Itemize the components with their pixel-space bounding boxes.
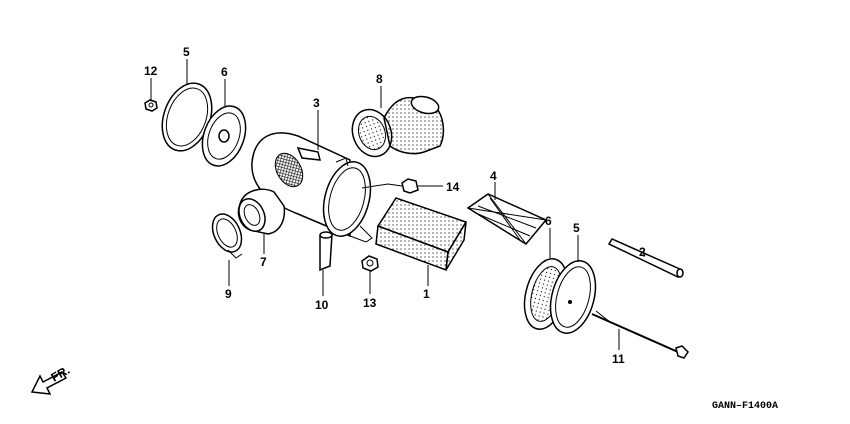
part-6-gasket-left [201,105,247,167]
callout-2: 2 [639,245,646,259]
drawing-code: GANN–F1400A [712,401,778,412]
callout-12: 12 [144,64,158,78]
part-1-filter-element [375,197,468,272]
callout-5-right: 5 [573,221,580,235]
part-2-rod [607,238,684,278]
part-9-band-clamp [211,213,243,259]
leader-lines [150,59,645,350]
callout-13: 13 [363,296,377,310]
part-3-air-cleaner-case [251,132,403,243]
callout-6-left: 6 [221,65,228,79]
callout-10: 10 [315,298,329,312]
callout-8: 8 [376,72,383,86]
callout-9: 9 [225,287,232,301]
callout-labels: 1 2 3 4 5 5 6 6 7 8 9 10 11 12 13 14 [144,45,646,366]
front-direction-arrow: FR. [30,363,72,395]
callout-7: 7 [260,255,267,269]
part-13-nut [361,255,379,272]
part-11-long-bolt [591,310,689,359]
part-7-connecting-tube [237,188,286,235]
callout-11: 11 [612,352,625,366]
callout-5-left: 5 [183,45,190,59]
callout-14: 14 [446,180,460,194]
part-4-element-holder [466,193,548,245]
callout-3: 3 [313,96,320,110]
callout-1: 1 [423,287,430,301]
part-10-drain-tube [319,231,333,272]
part-5-cover-left [161,82,213,152]
part-12-nut [144,99,158,112]
part-5-cover-right [549,260,597,334]
callout-6-right: 6 [545,214,552,228]
part-8-elbow-tube [351,95,445,158]
callout-4: 4 [490,169,497,183]
